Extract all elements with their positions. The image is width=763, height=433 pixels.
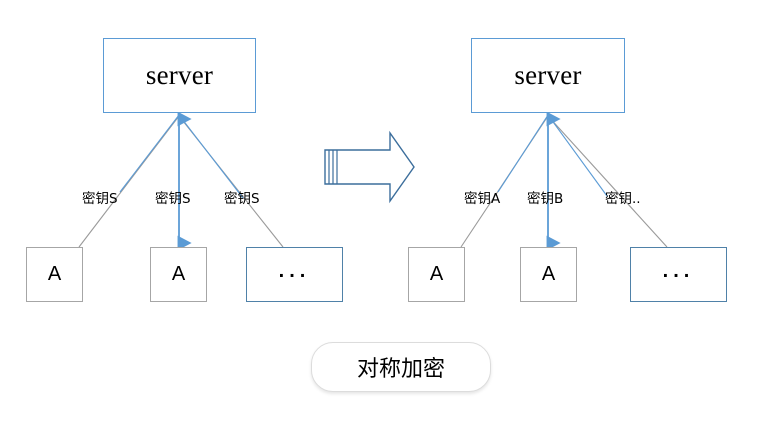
right-client-box-1[interactable]: A xyxy=(408,247,465,302)
left-client-box-2[interactable]: A xyxy=(150,247,207,302)
left-key-label-1: 密钥S xyxy=(82,191,118,207)
right-server-box[interactable]: server xyxy=(471,38,625,113)
caption-label: 对称加密 xyxy=(356,357,445,382)
left-client-label-2: A xyxy=(171,263,186,285)
right-client-box-2[interactable]: A xyxy=(520,247,577,302)
left-client-label-1: A xyxy=(47,263,62,285)
left-client-box-1[interactable]: A xyxy=(26,247,83,302)
right-key-label-3: 密钥.. xyxy=(605,191,641,207)
left-more-box[interactable]: ... xyxy=(246,247,343,302)
left-key-label-2: 密钥S xyxy=(155,191,191,207)
caption-pill[interactable]: 对称加密 xyxy=(311,342,491,392)
right-block-arrow-icon xyxy=(324,130,415,204)
right-client-label-1: A xyxy=(429,263,444,285)
right-more-box[interactable]: ... xyxy=(630,247,727,302)
left-server-label: server xyxy=(145,60,214,90)
left-more-label: ... xyxy=(278,260,311,282)
right-client-label-2: A xyxy=(541,263,556,285)
left-key-label-3: 密钥S xyxy=(224,191,260,207)
right-key-label-1: 密钥A xyxy=(464,191,501,207)
right-server-label: server xyxy=(514,60,582,90)
left-server-box[interactable]: server xyxy=(103,38,256,113)
right-more-label: ... xyxy=(662,260,695,282)
right-key-label-2: 密钥B xyxy=(527,191,564,207)
